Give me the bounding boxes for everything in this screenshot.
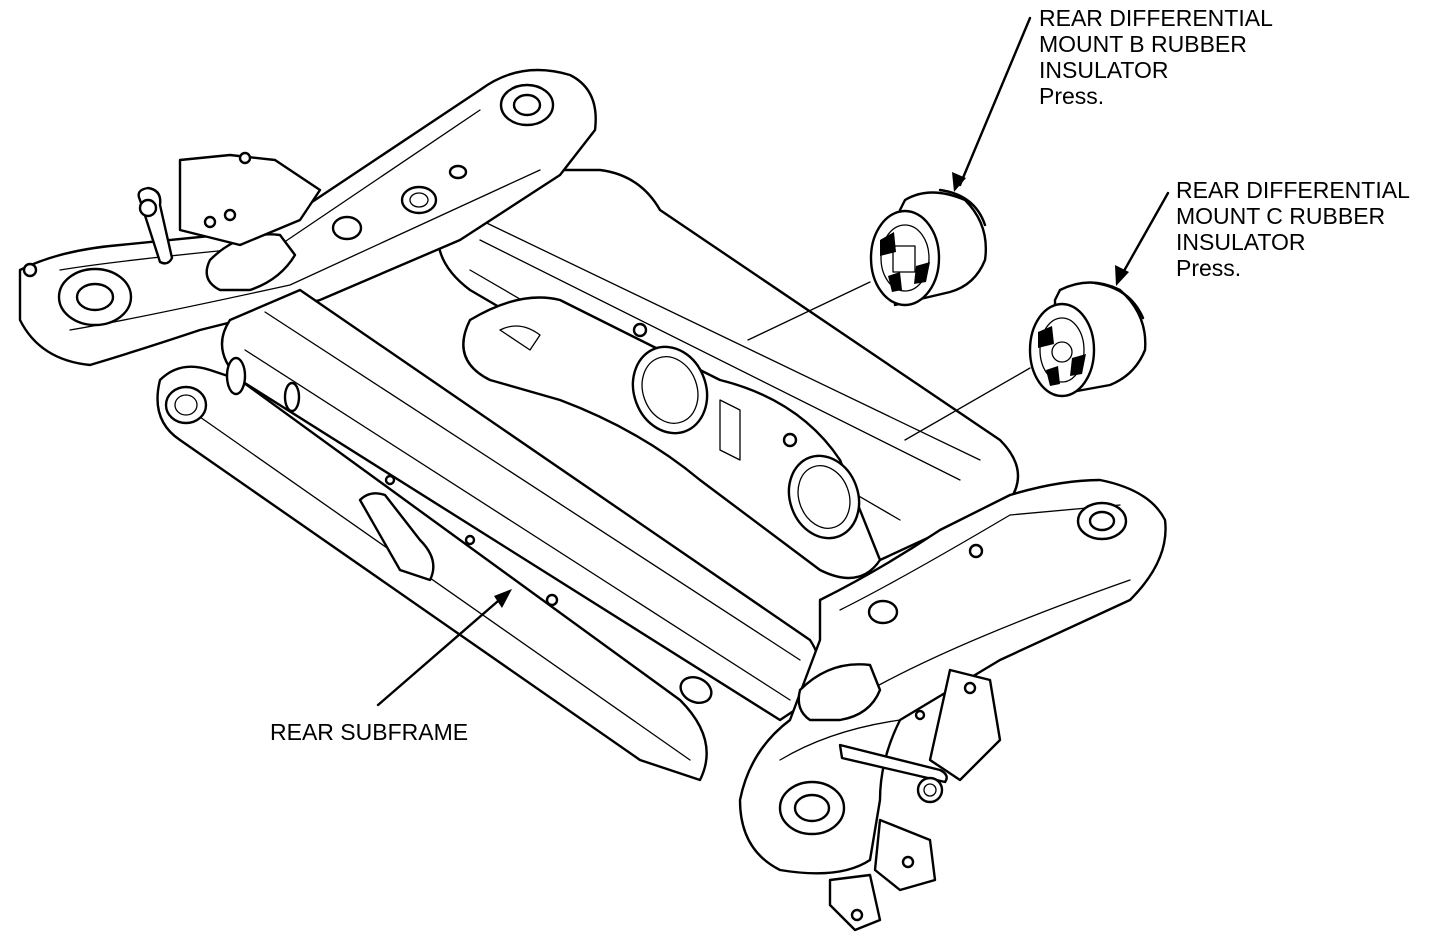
callout-mount-b-line4: Press. (1039, 83, 1105, 109)
callout-rear-subframe: REAR SUBFRAME (270, 719, 468, 745)
center-bracket (462, 296, 882, 580)
left-bracket (137, 151, 322, 265)
callout-rear-subframe-label: REAR SUBFRAME (270, 719, 469, 745)
callout-mount-b-line3: INSULATOR (1039, 57, 1169, 83)
callout-mount-b-line1: REAR DIFFERENTIAL (1039, 5, 1273, 31)
callout-mount-b-line2: MOUNT B RUBBER (1039, 31, 1247, 57)
right-arm (738, 478, 1167, 932)
leader-lines (376, 16, 1170, 707)
mount-c-insulator (1028, 281, 1147, 398)
front-rail (156, 288, 822, 782)
mount-b-insulator (869, 188, 987, 307)
callout-mount-c-line2: MOUNT C RUBBER (1176, 203, 1386, 229)
callout-mount-c: REAR DIFFERENTIAL MOUNT C RUBBER INSULAT… (1176, 177, 1410, 281)
left-arm (18, 68, 597, 367)
callout-mount-b: REAR DIFFERENTIAL MOUNT B RUBBER INSULAT… (1039, 5, 1273, 109)
callout-mount-c-line3: INSULATOR (1176, 229, 1306, 255)
callout-mount-c-line1: REAR DIFFERENTIAL (1176, 177, 1410, 203)
rear-subframe (18, 68, 1167, 932)
callout-mount-c-line4: Press. (1176, 255, 1242, 281)
